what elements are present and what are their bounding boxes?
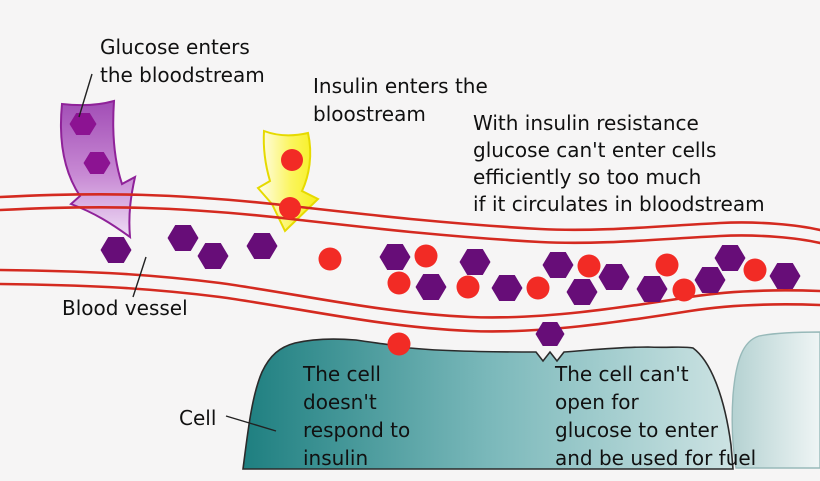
insulin-circle <box>743 258 767 282</box>
bloodstream-molecule-group <box>100 225 801 305</box>
arrow-molecule-group <box>69 113 303 219</box>
glucose-hexagon <box>636 276 668 302</box>
glucose-hexagon <box>598 264 630 290</box>
cell-label: Cell <box>179 406 217 430</box>
glucose-hexagon <box>714 245 746 271</box>
cell-surface-molecule-group <box>387 322 565 356</box>
blood-vessel-label: Blood vessel <box>62 296 188 320</box>
insulin-bolt <box>256 129 320 233</box>
glucose-hexagon <box>415 274 447 300</box>
glucose-hexagon <box>769 263 801 289</box>
vessel-top-wall-outer-line <box>0 192 820 232</box>
insulin-circle <box>456 275 480 299</box>
glucose-hexagon <box>69 113 97 135</box>
label-pointer-lines <box>78 73 277 432</box>
insulin-circle <box>318 247 342 271</box>
insulin-circle <box>577 254 601 278</box>
insulin-circle <box>387 332 411 356</box>
glucose-hexagon <box>379 244 411 270</box>
insulin-circle <box>279 197 301 219</box>
insulin-resistance-note: With insulin resistance glucose can't en… <box>473 111 765 216</box>
cell-cant-open-note: The cell can't open for glucose to enter… <box>555 362 757 470</box>
vessel-bottom-wall-outer-line <box>0 282 820 333</box>
cell-no-response-note: The cell doesn't respond to insulin <box>303 362 411 470</box>
blood-vessel-label-pointer <box>132 256 147 298</box>
glucose-hexagon <box>100 237 132 263</box>
glucose-hexagon <box>566 279 598 305</box>
insulin-circle <box>281 149 303 171</box>
insulin-circle <box>672 278 696 302</box>
insulin-circle <box>526 276 550 300</box>
glucose-hexagon <box>459 249 491 275</box>
glucose-hexagon <box>491 275 523 301</box>
cell-label-pointer <box>225 415 277 432</box>
glucose-hexagon <box>197 243 229 269</box>
glucose-hexagon <box>83 152 111 174</box>
insulin-entry-label: Insulin enters the bloostream <box>313 74 488 126</box>
blood-vessel-walls <box>0 192 820 333</box>
glucose-hexagon <box>167 225 199 251</box>
glucose-hexagon <box>542 252 574 278</box>
insulin-circle <box>387 271 411 295</box>
glucose-hexagon <box>535 322 565 346</box>
vessel-bottom-wall-inner-line <box>0 268 820 319</box>
vessel-top-wall-inner-line <box>0 205 820 245</box>
insulin-circle <box>414 244 438 268</box>
glucose-hexagon <box>246 233 278 259</box>
glucose-label-pointer <box>78 73 93 118</box>
glucose-hexagon <box>694 267 726 293</box>
cell-body-left <box>242 338 734 470</box>
cell-body-right <box>731 331 820 469</box>
insulin-circle <box>655 253 679 277</box>
glucose-entry-label: Glucose enters the bloodstream <box>100 35 265 87</box>
